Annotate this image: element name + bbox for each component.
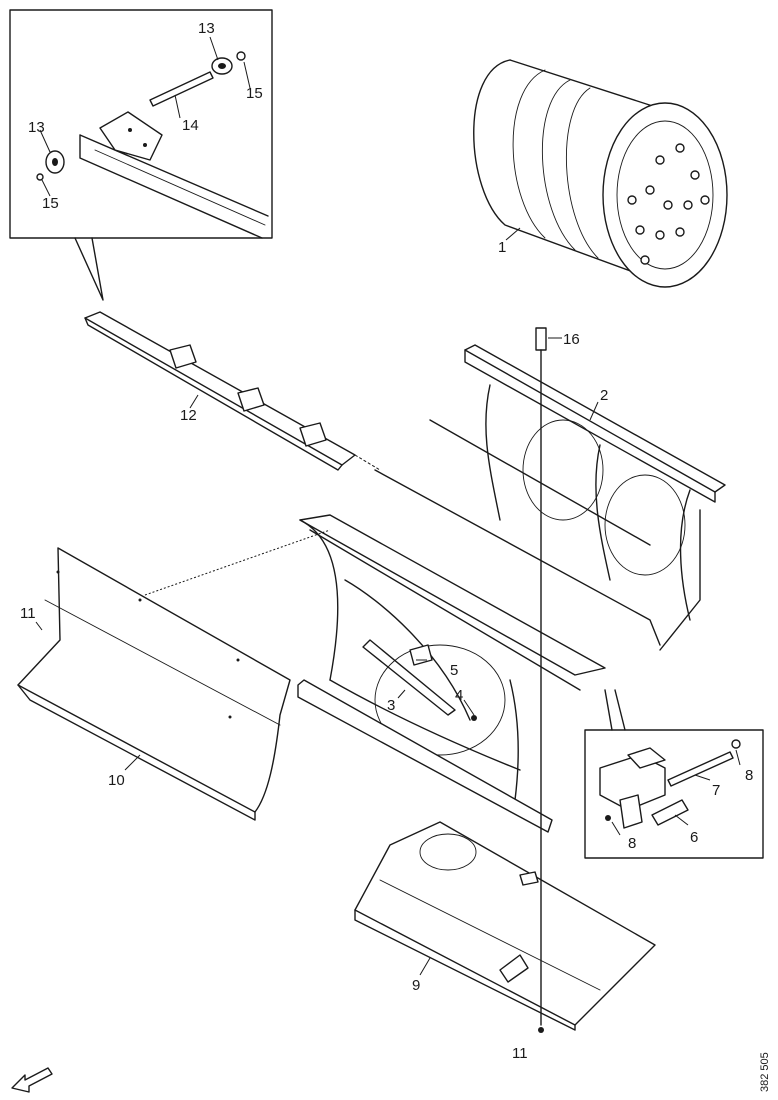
callout-2: 2 <box>600 387 608 404</box>
callout-12: 12 <box>180 407 197 424</box>
callout-11-bottom: 11 <box>512 1045 528 1062</box>
leader-lines <box>35 36 741 976</box>
drum-bolt-holes <box>627 143 710 265</box>
callout-5: 5 <box>450 662 458 679</box>
callout-8-right: 8 <box>745 767 753 784</box>
callout-10: 10 <box>108 772 125 789</box>
bottom-cover-part-9 <box>354 821 656 1031</box>
callout-11-left: 11 <box>20 605 36 622</box>
direction-arrow-icon <box>11 1067 53 1093</box>
callout-13-top: 13 <box>198 20 215 37</box>
callout-15-left: 15 <box>42 195 59 212</box>
rod-part-16 <box>535 327 547 1033</box>
callout-1: 1 <box>498 239 506 256</box>
callout-6: 6 <box>690 829 698 846</box>
callout-labels: 1 2 3 4 5 6 7 8 8 9 10 11 11 12 13 13 14… <box>20 20 753 1062</box>
callout-8-left: 8 <box>628 835 636 852</box>
cover-panel-part-10 <box>17 529 331 821</box>
callout-15-top: 15 <box>246 85 263 102</box>
callout-7: 7 <box>712 782 720 799</box>
lower-frame-part-3 <box>297 519 553 833</box>
callout-4: 4 <box>455 687 463 704</box>
callout-3: 3 <box>387 697 395 714</box>
detail-inset-bracket <box>9 9 273 301</box>
detail-inset-hinge <box>584 689 764 859</box>
callout-13-left: 13 <box>28 119 45 136</box>
callout-14: 14 <box>182 117 199 134</box>
callout-9: 9 <box>412 977 420 994</box>
drum-part-1 <box>473 59 728 288</box>
main-frame-part-2 <box>299 344 726 691</box>
callout-16: 16 <box>563 331 580 348</box>
upper-beam-part-12 <box>84 311 381 471</box>
document-id: 382 505 <box>759 1052 771 1092</box>
